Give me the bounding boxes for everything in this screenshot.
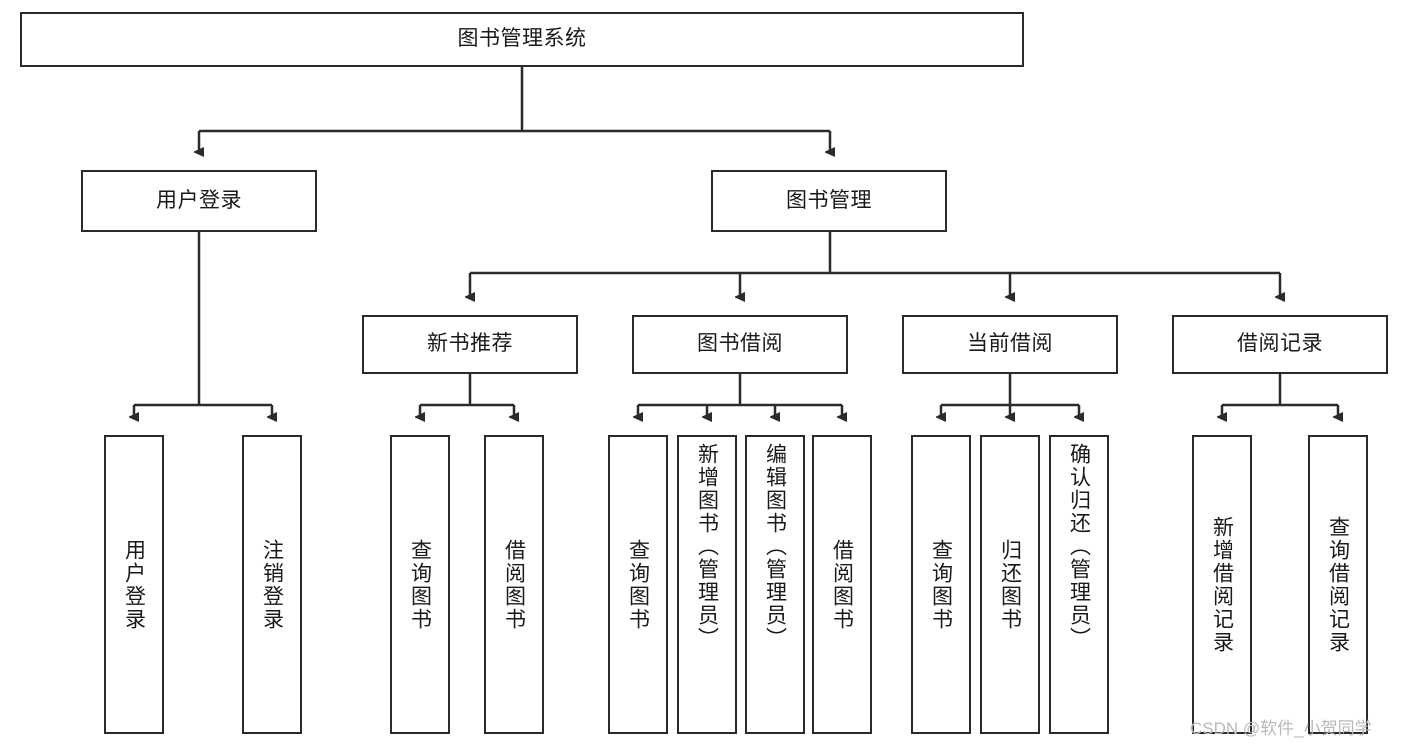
node-label: 借阅图书 (502, 538, 526, 631)
node-root-book-management-system[interactable]: 图书管理系统 (20, 12, 1024, 67)
node-leaf-user-login[interactable]: 用户登录 (104, 435, 164, 734)
node-label: 用户登录 (122, 538, 146, 631)
node-label: 新增借阅记录 (1210, 515, 1234, 654)
node-book-borrow[interactable]: 图书借阅 (632, 315, 848, 374)
node-label: 借阅图书 (830, 538, 854, 631)
node-leaf-logout[interactable]: 注销登录 (242, 435, 302, 734)
node-label: 查询图书 (408, 538, 432, 631)
node-leaf-return-book[interactable]: 归还图书 (980, 435, 1040, 734)
node-label: 图书管理 (786, 188, 872, 212)
node-leaf-query-book-newbook[interactable]: 查询图书 (390, 435, 450, 734)
node-leaf-borrow-book-newbook[interactable]: 借阅图书 (484, 435, 544, 734)
node-leaf-confirm-return-admin[interactable]: 确认归还（管理员） (1049, 435, 1109, 734)
node-new-book-recommendation[interactable]: 新书推荐 (362, 315, 578, 374)
node-leaf-query-book-borrow[interactable]: 查询图书 (608, 435, 668, 734)
node-label: 查询借阅记录 (1326, 515, 1350, 654)
node-current-borrow[interactable]: 当前借阅 (902, 315, 1118, 374)
node-leaf-add-borrow-record[interactable]: 新增借阅记录 (1192, 435, 1252, 734)
node-leaf-edit-book-admin[interactable]: 编辑图书（管理员） (745, 435, 805, 734)
node-book-management[interactable]: 图书管理 (711, 170, 947, 232)
node-label: 确认归还（管理员） (1067, 443, 1091, 650)
node-leaf-query-book-current[interactable]: 查询图书 (911, 435, 971, 734)
node-label: 新增图书（管理员） (695, 443, 719, 650)
node-label: 归还图书 (998, 538, 1022, 631)
node-label: 查询图书 (626, 538, 650, 631)
node-label: 图书管理系统 (457, 27, 587, 51)
node-leaf-query-borrow-record[interactable]: 查询借阅记录 (1308, 435, 1368, 734)
node-user-login[interactable]: 用户登录 (81, 170, 317, 232)
node-label: 编辑图书（管理员） (763, 443, 787, 650)
node-label: 当前借阅 (967, 332, 1053, 356)
node-label: 借阅记录 (1237, 332, 1323, 356)
node-label: 用户登录 (156, 188, 242, 212)
node-label: 图书借阅 (697, 332, 783, 356)
node-borrow-record[interactable]: 借阅记录 (1172, 315, 1388, 374)
watermark-csdn: CSDN @软件_小贺同学 (1190, 719, 1372, 738)
node-leaf-add-book-admin[interactable]: 新增图书（管理员） (677, 435, 737, 734)
node-leaf-borrow-book-bookborrow[interactable]: 借阅图书 (812, 435, 872, 734)
node-label: 查询图书 (929, 538, 953, 631)
node-label: 新书推荐 (427, 332, 513, 356)
node-label: 注销登录 (260, 538, 284, 631)
